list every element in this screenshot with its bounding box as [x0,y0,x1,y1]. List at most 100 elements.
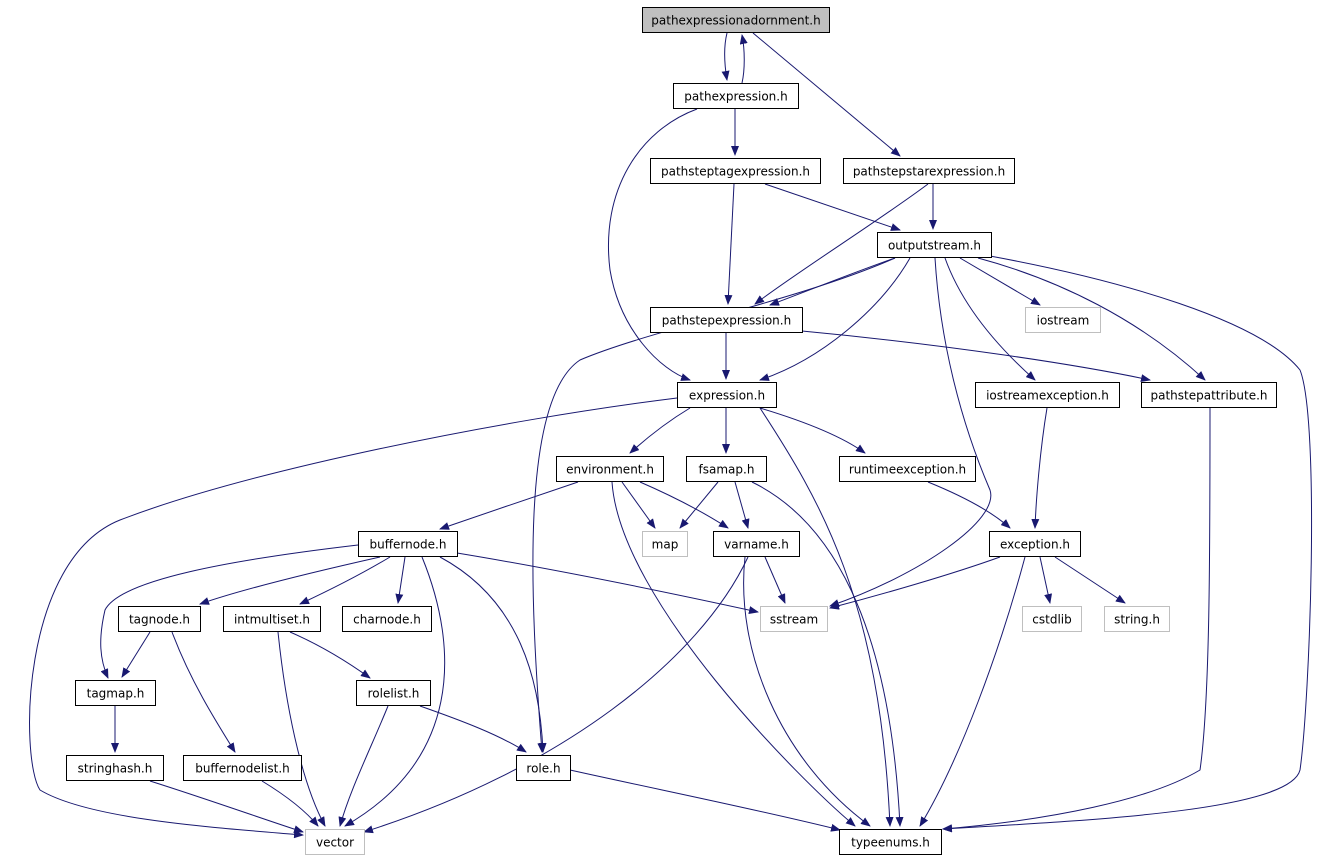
node-expression-h[interactable]: expression.h [677,382,777,408]
node-tagmap-h[interactable]: tagmap.h [75,680,156,706]
node-iostreamexception-h[interactable]: iostreamexception.h [975,382,1120,408]
node-role-h[interactable]: role.h [516,755,571,781]
node-pathsteptagexpression-h[interactable]: pathsteptagexpression.h [650,158,821,184]
edge-stringhash-h-to-vector [149,780,304,834]
edges-layer [29,32,1313,839]
node-box [183,755,302,781]
node-buffernodelist-h[interactable]: buffernodelist.h [183,755,302,781]
node-box [356,680,431,706]
edge-buffernode-h-to-tagnode-h [199,556,381,605]
edge-line [724,183,735,305]
node-label: intmultiset.h [234,613,310,627]
edge-expression-h-to-typeenums-h [759,407,894,827]
node-box [1141,382,1277,408]
node-charnode-h[interactable]: charnode.h [342,606,432,632]
edge-line [171,631,236,753]
node-pathstepstarexpression-h[interactable]: pathstepstarexpression.h [843,158,1015,184]
edge-expression-h-to-vector [29,397,678,839]
node-box [760,606,828,632]
node-label: buffernode.h [370,538,447,552]
node-exception-h[interactable]: exception.h [989,531,1081,557]
edge-environment-h-to-typeenums-h [611,481,856,827]
node-environment-h[interactable]: environment.h [556,456,664,482]
node-label: vector [316,836,354,850]
node-label: pathsteptagexpression.h [661,165,810,179]
node-box [650,307,803,333]
edge-line [419,705,527,753]
node-box [1025,307,1101,333]
node-map: map [642,531,688,557]
node-label: iostreamexception.h [986,389,1109,403]
node-box [516,755,571,781]
node-box [75,680,156,706]
edge-line [1054,556,1126,604]
node-label: environment.h [566,463,654,477]
edge-line [754,183,929,305]
edge-line [100,544,359,679]
node-pathexpression-h[interactable]: pathexpression.h [673,83,799,109]
node-box [1022,606,1082,632]
nodes-layer: pathexpressionadornment.h pathexpression.… [66,7,1277,855]
edge-line [569,769,841,832]
node-label: pathstepattribute.h [1151,389,1268,403]
node-box [975,382,1120,408]
node-outputstream-h[interactable]: outputstream.h [877,232,992,258]
node-box [843,158,1015,184]
edge-line [532,257,896,753]
edge-line [299,556,391,605]
edge-runtimeexception-h-to-exception-h [927,481,1011,529]
node-rolelist-h[interactable]: rolelist.h [356,680,431,706]
node-intmultiset-h[interactable]: intmultiset.h [223,606,321,632]
edge-line [611,481,856,827]
node-box [556,456,664,482]
node-buffernode-h[interactable]: buffernode.h [358,531,458,557]
node-box [66,755,164,781]
edge-buffernode-h-to-role-h [439,556,547,753]
node-label: expression.h [689,389,765,403]
edge-line [721,32,730,81]
edge-line [919,556,1026,827]
node-label: tagnode.h [129,613,190,627]
edge-line [927,481,1011,529]
edge-exception-h-to-string-h [1054,556,1126,604]
edge-line [629,407,691,454]
edge-pathexpression-h-to-pathexpressionadornment-h [739,34,748,84]
edge-line [769,257,896,306]
edge-outputstream-h-to-role-h [532,257,896,753]
node-typeenums-h[interactable]: typeenums.h [839,829,942,855]
node-label: exception.h [1000,538,1070,552]
node-string-h: string.h [1104,606,1170,632]
edge-line [199,556,381,605]
edge-pathsteptagexpression-h-to-pathstepexpression-h [724,183,735,305]
edge-intmultiset-h-to-rolelist-h [289,631,371,679]
node-stringhash-h[interactable]: stringhash.h [66,755,164,781]
edge-expression-h-to-runtimeexception-h [759,407,866,454]
node-runtimeexception-h[interactable]: runtimeexception.h [839,456,976,482]
edge-outputstream-h-to-expression-h [759,257,911,381]
edge-exception-h-to-sstream [829,556,1001,610]
edge-line [1031,407,1048,529]
edge-fsamap-h-to-varname-h [734,481,750,529]
node-label: typeenums.h [851,836,930,850]
edge-expression-h-to-environment-h [629,407,691,454]
edge-pathexpressionadornment-h-to-pathexpression-h [721,32,730,81]
node-label: cstdlib [1032,613,1071,627]
node-fsamap-h[interactable]: fsamap.h [686,456,767,482]
node-label: iostream [1037,314,1090,328]
edge-line [977,257,1206,381]
edge-environment-h-to-varname-h [639,481,729,529]
node-pathexpressionadornment-h[interactable]: pathexpressionadornment.h [642,7,830,33]
edge-outputstream-h-to-iostreamexception-h [944,257,1036,381]
edge-tagnode-h-to-buffernodelist-h [171,631,236,753]
edge-rolelist-h-to-vector [338,705,389,827]
edge-outputstream-h-to-typeenums-h [942,255,1313,833]
node-box [877,232,992,258]
edge-intmultiset-h-to-vector [277,631,326,827]
edge-buffernode-h-to-intmultiset-h [299,556,391,605]
node-tagnode-h[interactable]: tagnode.h [118,606,201,632]
edge-line [289,631,371,679]
node-varname-h[interactable]: varname.h [713,531,800,557]
node-pathstepexpression-h[interactable]: pathstepexpression.h [650,307,803,333]
node-pathstepattribute-h[interactable]: pathstepattribute.h [1141,382,1277,408]
